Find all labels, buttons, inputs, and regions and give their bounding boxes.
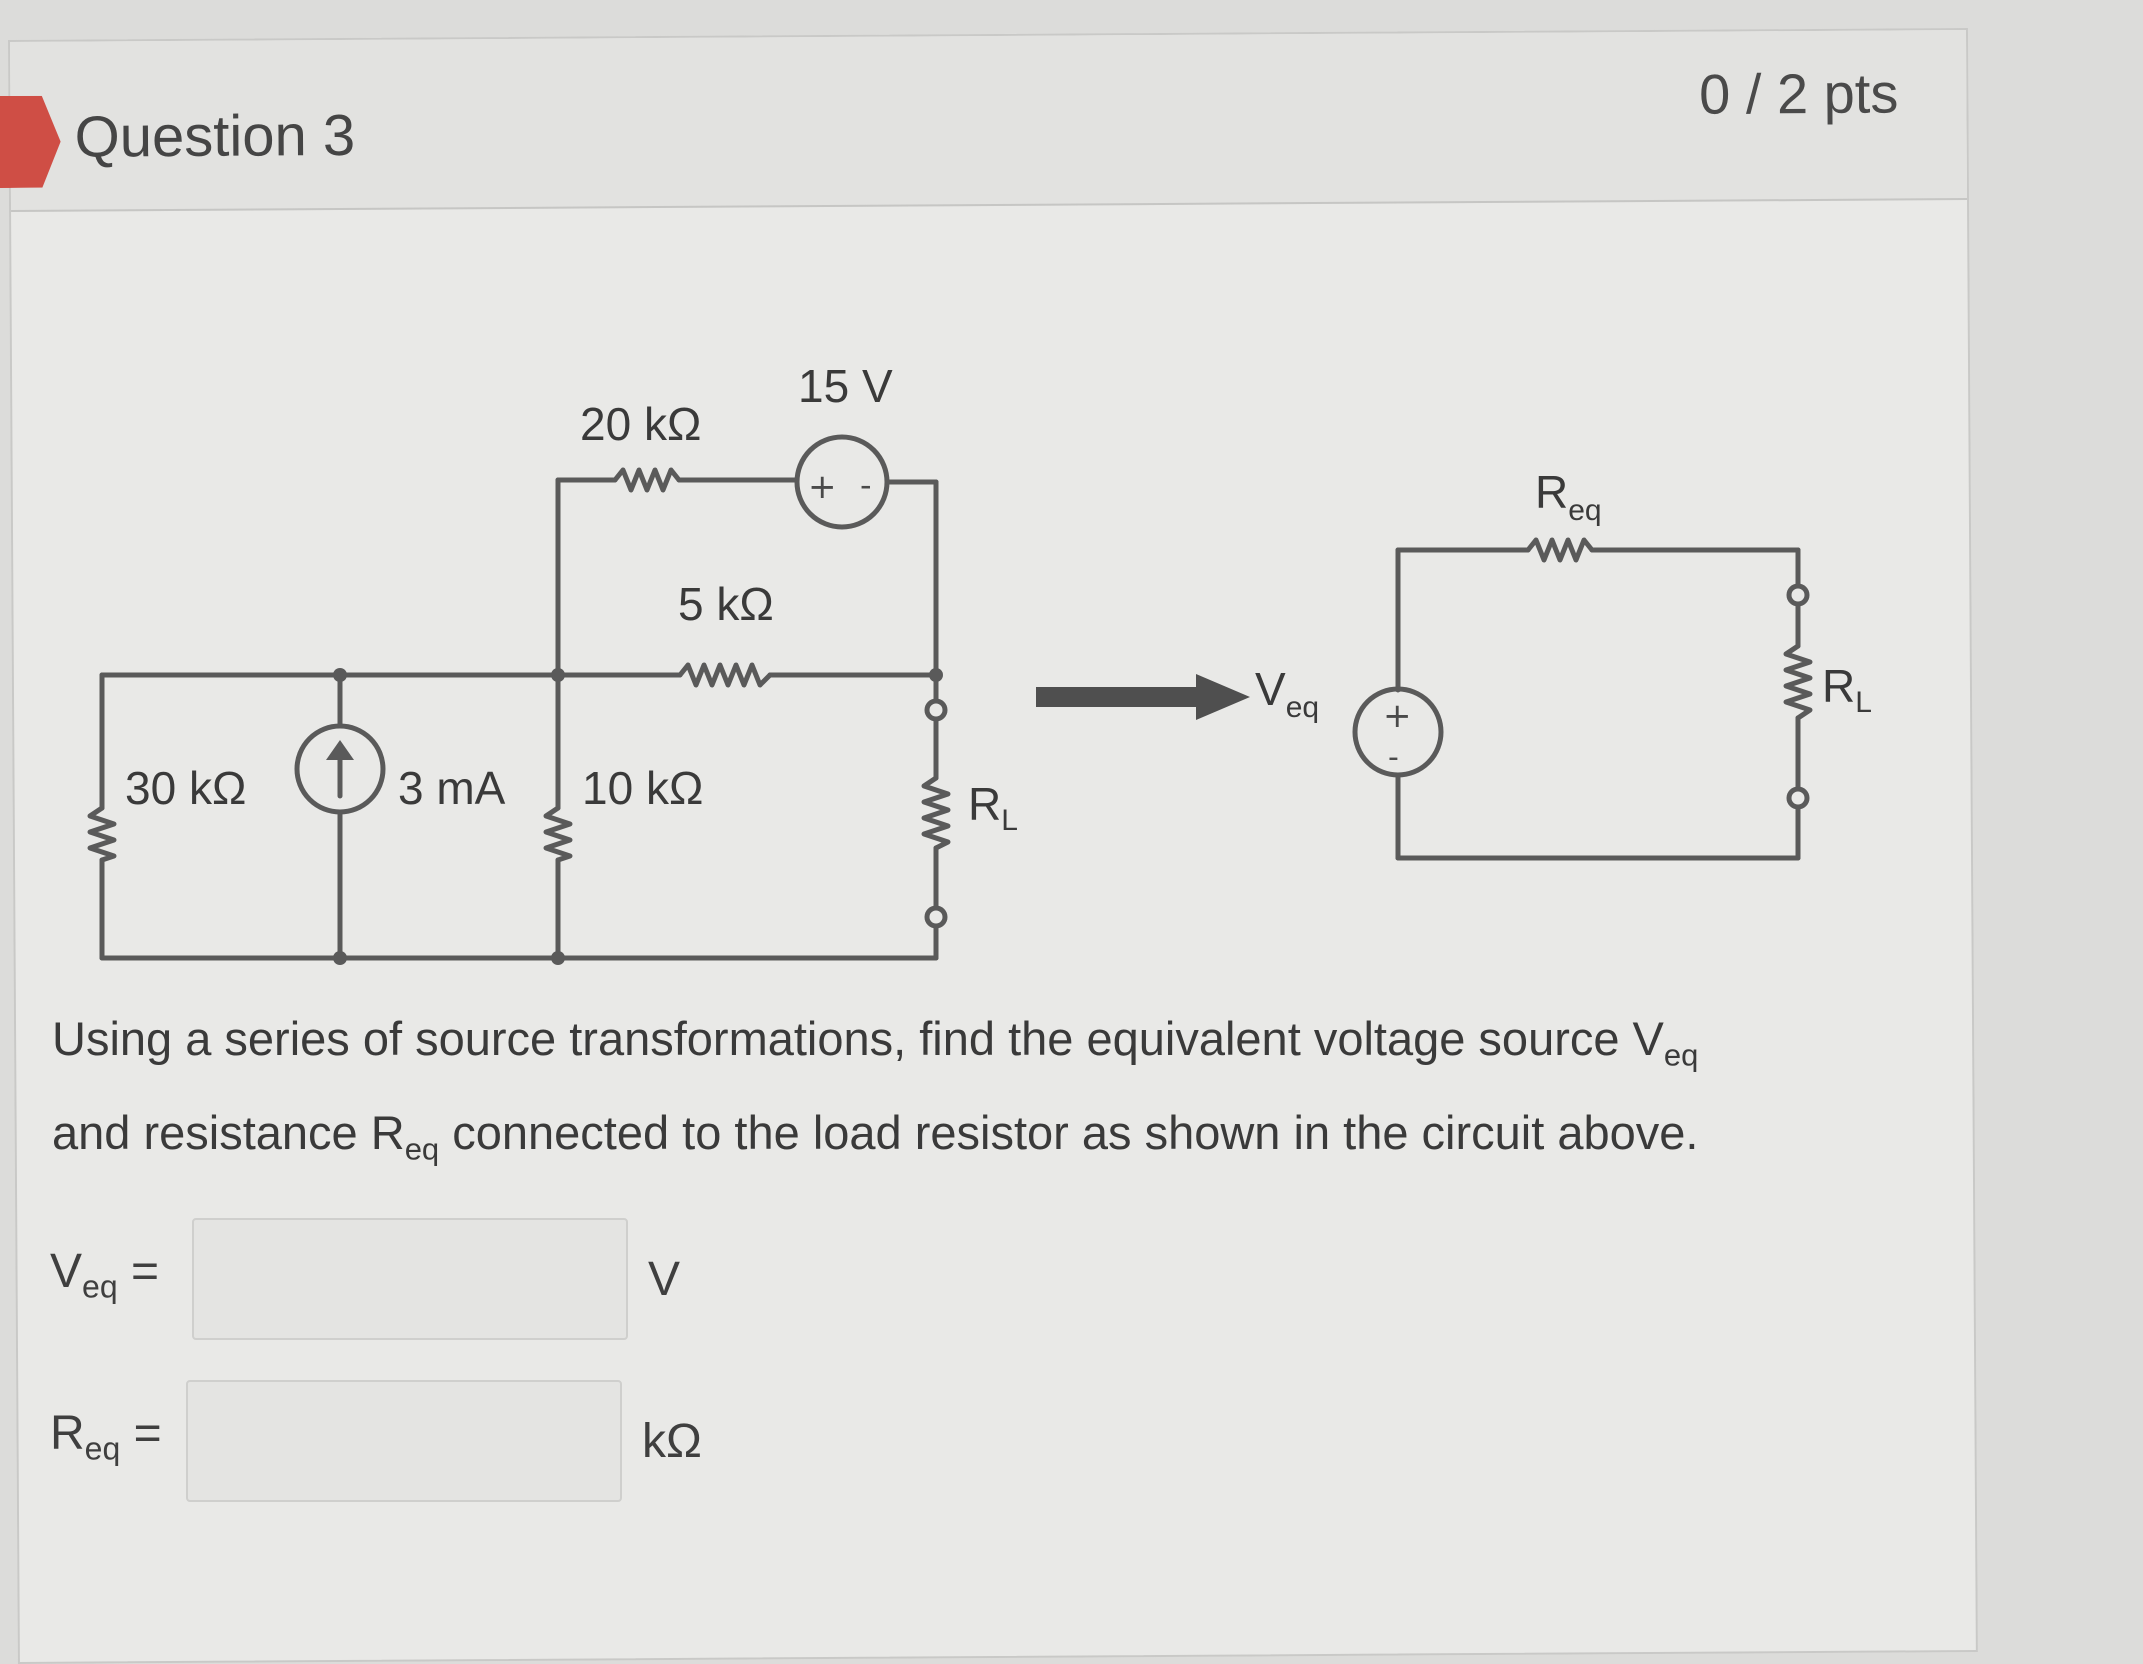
veq-minus-sign: - [1388,740,1399,775]
circuit-diagram: + - + - 30 kΩ 3 mA 10 kΩ 20 kΩ 15 V 5 kΩ… [87,360,1872,965]
transform-arrow-icon [1036,674,1250,720]
label-15v: 15 V [798,360,893,412]
label-30k: 30 kΩ [125,762,246,814]
question-header: Question 3 0 / 2 pts [10,30,1968,212]
label-20k: 20 kΩ [580,398,701,450]
label-rl: RL [968,778,1018,837]
question-prompt: Using a series of source transformations… [52,1012,1699,1167]
question-points: 0 / 2 pts [1698,61,1899,126]
label-rl-equivalent: RL [1822,660,1872,719]
label-5k: 5 kΩ [678,578,774,630]
flag-icon [0,96,61,188]
answer-row-req: Req = kΩ [50,1380,750,1506]
req-label: Req = [50,1407,162,1467]
label-veq: Veq [1255,663,1319,724]
veq-plus-sign: + [1383,696,1412,736]
veq-input[interactable] [192,1218,628,1340]
vs-plus-sign: + [808,467,837,507]
vs-minus-sign: - [860,466,872,504]
label-req: Req [1535,466,1602,527]
veq-label: Veq = [50,1245,159,1305]
label-10k: 10 kΩ [582,762,703,814]
label-3ma: 3 mA [398,762,506,814]
question-title: Question 3 [74,102,356,170]
answer-row-veq: Veq = V [50,1218,750,1344]
req-unit: kΩ [642,1415,702,1468]
veq-unit: V [648,1253,681,1306]
req-input[interactable] [186,1380,622,1502]
